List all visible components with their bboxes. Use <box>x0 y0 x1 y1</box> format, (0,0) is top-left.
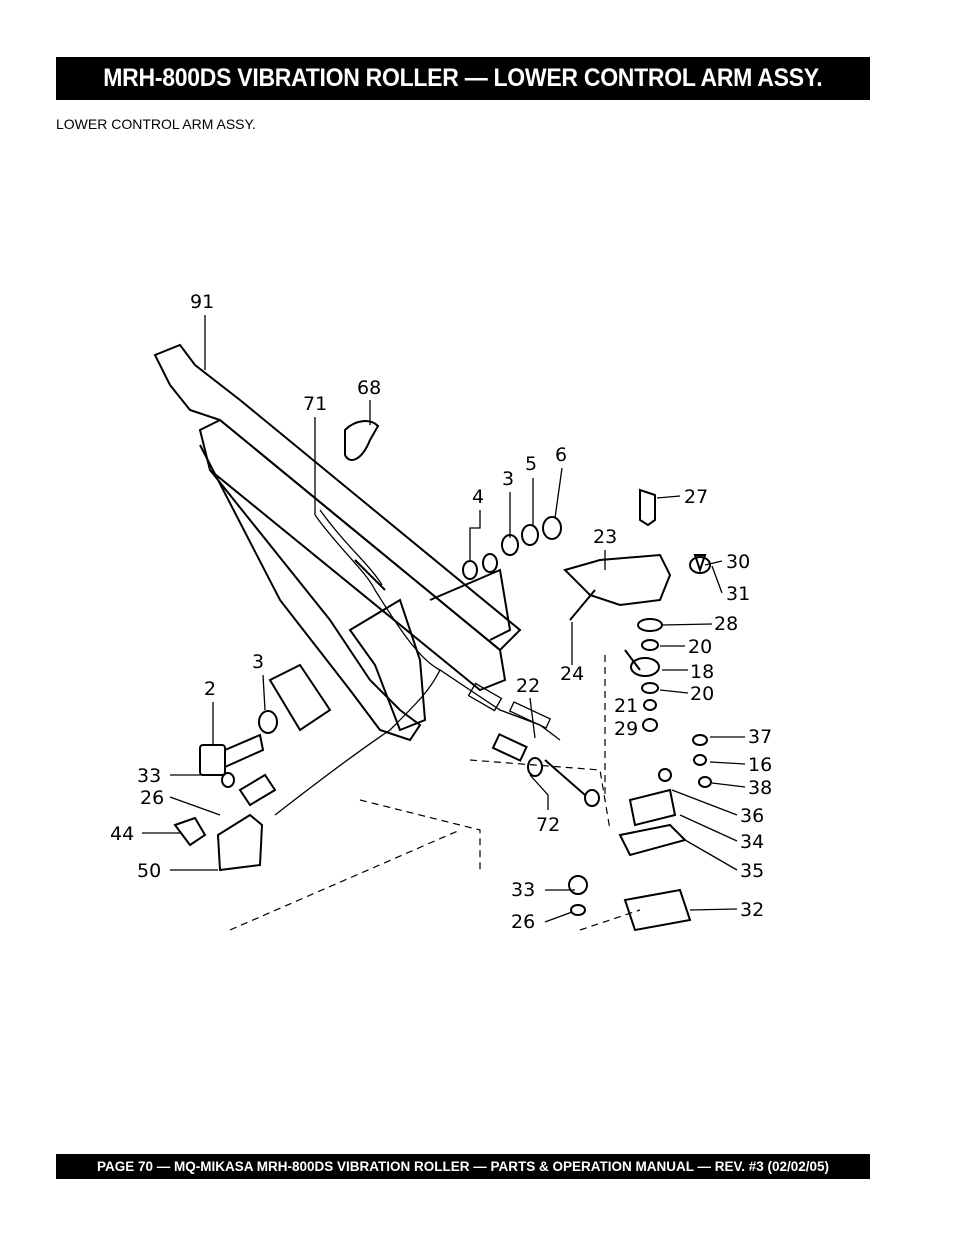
callout-label: 26 <box>140 787 164 809</box>
right-bracket-stack <box>568 734 712 932</box>
callout-label: 34 <box>740 831 764 853</box>
reference-lines <box>229 655 641 931</box>
callout-label: 68 <box>357 377 381 399</box>
callout-label: 24 <box>560 663 584 685</box>
callout-label: 30 <box>726 551 750 573</box>
callout-label: 18 <box>690 661 714 683</box>
callout-labels: 91 68 71 4 3 5 6 27 23 30 31 24 28 20 18… <box>110 291 772 933</box>
callout-label: 37 <box>748 726 772 748</box>
callout-label: 27 <box>684 486 708 508</box>
control-arm-frame <box>153 343 522 742</box>
section-subtitle: LOWER CONTROL ARM ASSY. <box>56 116 256 132</box>
callout-label: 20 <box>690 683 714 705</box>
callout-label: 28 <box>714 613 738 635</box>
callout-label: 16 <box>748 754 772 776</box>
parts-exploded-diagram: 91 68 71 4 3 5 6 27 23 30 31 24 28 20 18… <box>110 291 772 933</box>
callout-label: 21 <box>614 695 638 717</box>
lower-bracket-assembly <box>173 772 277 872</box>
callout-label: 3 <box>502 468 514 490</box>
leader-lines <box>142 315 746 923</box>
callout-label: 32 <box>740 899 764 921</box>
page-title: MRH-800DS VIBRATION ROLLER — LOWER CONTR… <box>103 64 823 92</box>
callout-label: 29 <box>614 718 638 740</box>
callout-label: 31 <box>726 583 750 605</box>
callout-label: 50 <box>137 860 161 882</box>
band-clamp <box>344 420 380 461</box>
callout-label: 72 <box>536 814 560 836</box>
washer-nut-stack <box>462 516 562 580</box>
callout-label: 3 <box>252 651 264 673</box>
callout-label: 5 <box>525 453 537 475</box>
callout-label: 20 <box>688 636 712 658</box>
callout-label: 38 <box>748 777 772 799</box>
callout-label: 4 <box>472 486 484 508</box>
callout-label: 71 <box>303 393 327 415</box>
footer-text: PAGE 70 — MQ-MIKASA MRH-800DS VIBRATION … <box>96 1159 830 1174</box>
ball-joint-rod <box>491 732 600 807</box>
callout-label: 23 <box>593 526 617 548</box>
callout-label: 91 <box>190 291 214 313</box>
callout-label: 2 <box>204 678 216 700</box>
page-title-bar: MRH-800DS VIBRATION ROLLER — LOWER CONTR… <box>56 57 870 100</box>
callout-label: 26 <box>511 911 535 933</box>
callout-label: 22 <box>516 675 540 697</box>
callout-label: 36 <box>740 805 764 827</box>
page-footer: PAGE 70 — MQ-MIKASA MRH-800DS VIBRATION … <box>56 1154 870 1179</box>
callout-label: 6 <box>555 444 567 466</box>
bolt-assembly <box>199 663 332 776</box>
control-cable <box>274 509 561 816</box>
callout-label: 35 <box>740 860 764 882</box>
callout-label: 33 <box>511 879 535 901</box>
callout-label: 44 <box>110 823 134 845</box>
callout-label: 33 <box>137 765 161 787</box>
